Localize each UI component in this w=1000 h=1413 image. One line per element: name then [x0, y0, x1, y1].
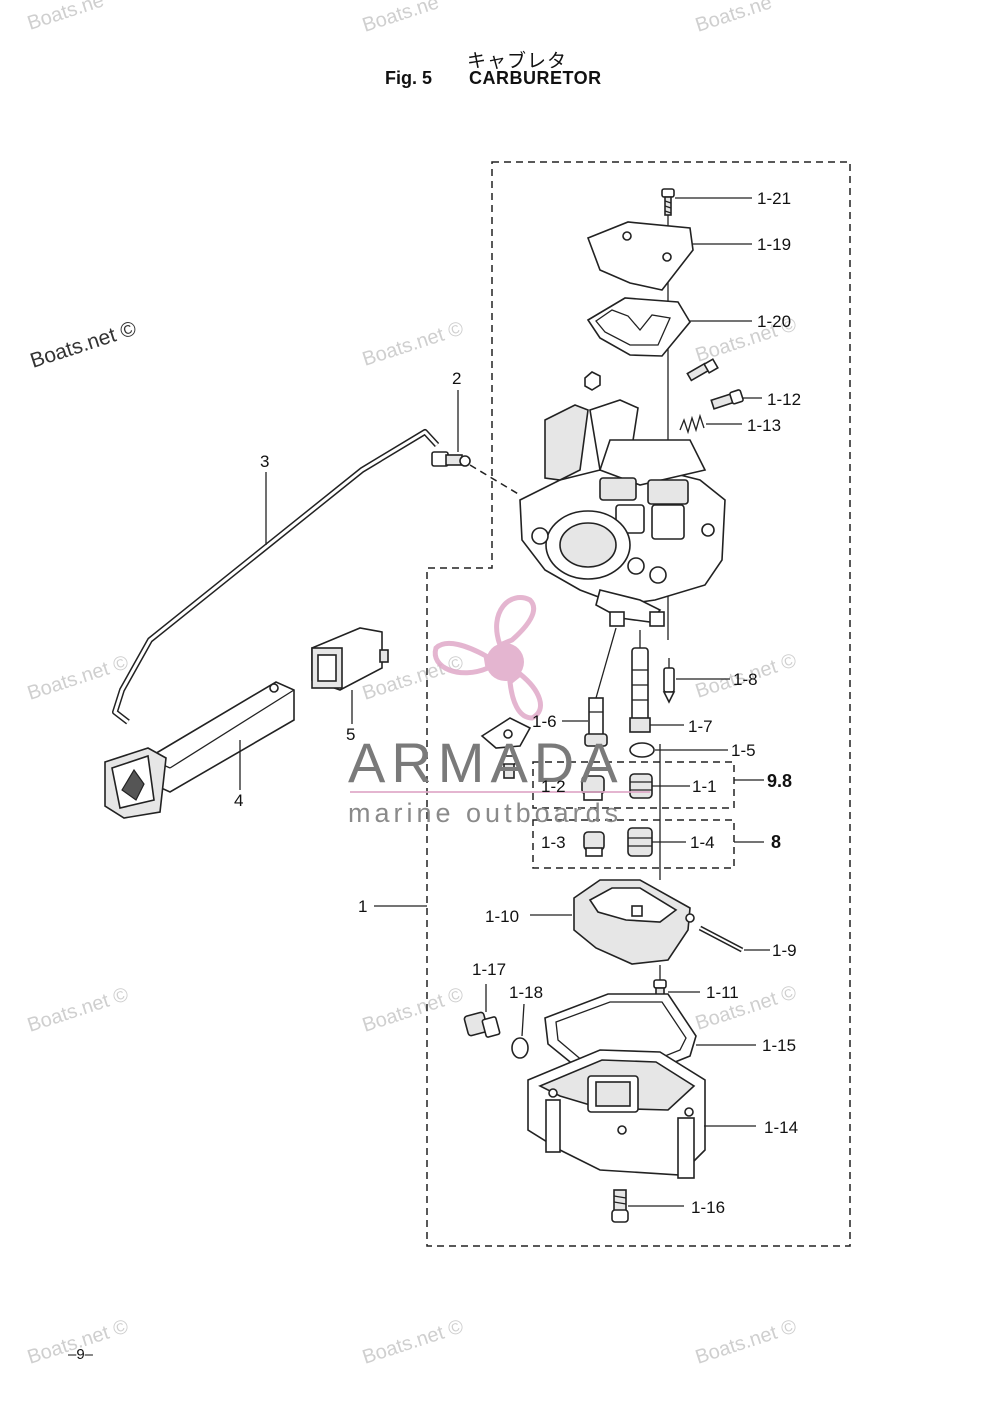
page-number: –9–	[68, 1346, 94, 1363]
label-5: 5	[346, 725, 355, 744]
drain-screw-1-17	[463, 1011, 501, 1038]
label-1-6: 1-6	[532, 712, 557, 731]
label-1-17: 1-17	[472, 960, 506, 979]
label-1-11: 1-11	[706, 983, 739, 1002]
screw-1-16	[611, 1189, 629, 1223]
label-1-7: 1-7	[688, 717, 713, 736]
title-japanese: キャブレタ	[467, 50, 568, 72]
cover-1-19	[586, 221, 694, 291]
label-3: 3	[260, 452, 269, 471]
label-9-8: 9.8	[767, 771, 792, 791]
assembly-boundary	[426, 161, 851, 1247]
tube-1-7	[629, 647, 651, 733]
lever-4	[104, 681, 295, 819]
group-8	[532, 819, 735, 869]
label-1-21: 1-21	[757, 189, 791, 208]
brand-tagline: marine outboards	[348, 798, 622, 828]
label-1-18: 1-18	[509, 983, 543, 1002]
fitting-2	[431, 451, 471, 467]
figure-title: CARBURETOR	[469, 68, 602, 88]
label-1-8: 1-8	[733, 670, 758, 689]
label-1-2: 1-2	[541, 777, 566, 796]
label-1-10: 1-10	[485, 907, 519, 926]
spring-1-13	[679, 413, 705, 435]
watermark: Boats.net ©	[27, 317, 139, 373]
needle-1-8	[662, 658, 676, 704]
label-4: 4	[234, 791, 243, 810]
carburetor-body	[519, 399, 726, 627]
armada-logo	[350, 595, 650, 793]
watermark: Boats.net ©	[360, 1315, 467, 1368]
screw-pilot	[686, 358, 719, 382]
float-1-10	[573, 879, 695, 965]
label-1-9: 1-9	[772, 941, 797, 960]
watermark: Boats.net ©	[360, 317, 467, 370]
screw-1-12	[710, 389, 744, 410]
label-1-1: 1-1	[692, 777, 717, 796]
label-8: 8	[771, 832, 781, 852]
watermark: Boats.net ©	[25, 651, 132, 704]
watermark: Boats.net ©	[360, 983, 467, 1036]
jet-1-6	[584, 697, 608, 747]
jet-1-3	[583, 831, 605, 857]
label-1-13: 1-13	[747, 416, 781, 435]
jet-1-4	[627, 827, 653, 857]
watermark: Boats.ne	[693, 0, 775, 37]
label-1-5: 1-5	[731, 741, 756, 760]
label-1-19: 1-19	[757, 235, 791, 254]
screw-1-21	[661, 188, 675, 216]
plate-bracket	[480, 717, 532, 779]
label-2: 2	[452, 369, 461, 388]
cap-5	[311, 627, 389, 691]
label-1-4: 1-4	[690, 833, 715, 852]
watermark: Boats.net ©	[693, 1315, 800, 1368]
rod-3	[112, 429, 440, 725]
label-1-3: 1-3	[541, 833, 566, 852]
watermark: Boats.ne	[25, 0, 107, 35]
label-1-20: 1-20	[757, 312, 791, 331]
jet-1-2	[581, 775, 605, 801]
group-9-8	[532, 761, 735, 809]
nut	[584, 371, 601, 391]
float-chamber-1-14	[527, 1049, 706, 1179]
watermark: Boats.ne	[360, 0, 442, 37]
label-1-14: 1-14	[764, 1118, 798, 1137]
brand-name: ARMADA	[348, 731, 624, 794]
label-1-15: 1-15	[762, 1036, 796, 1055]
watermark: Boats.net ©	[25, 983, 132, 1036]
gasket-1-20	[586, 297, 691, 357]
label-1-16: 1-16	[691, 1198, 725, 1217]
figure-number: Fig. 5	[385, 68, 433, 88]
label-1-12: 1-12	[767, 390, 801, 409]
oring-1-18	[511, 1037, 529, 1059]
jet-1-1	[629, 773, 653, 799]
oring-1-5	[629, 742, 655, 758]
label-1: 1	[358, 897, 367, 916]
